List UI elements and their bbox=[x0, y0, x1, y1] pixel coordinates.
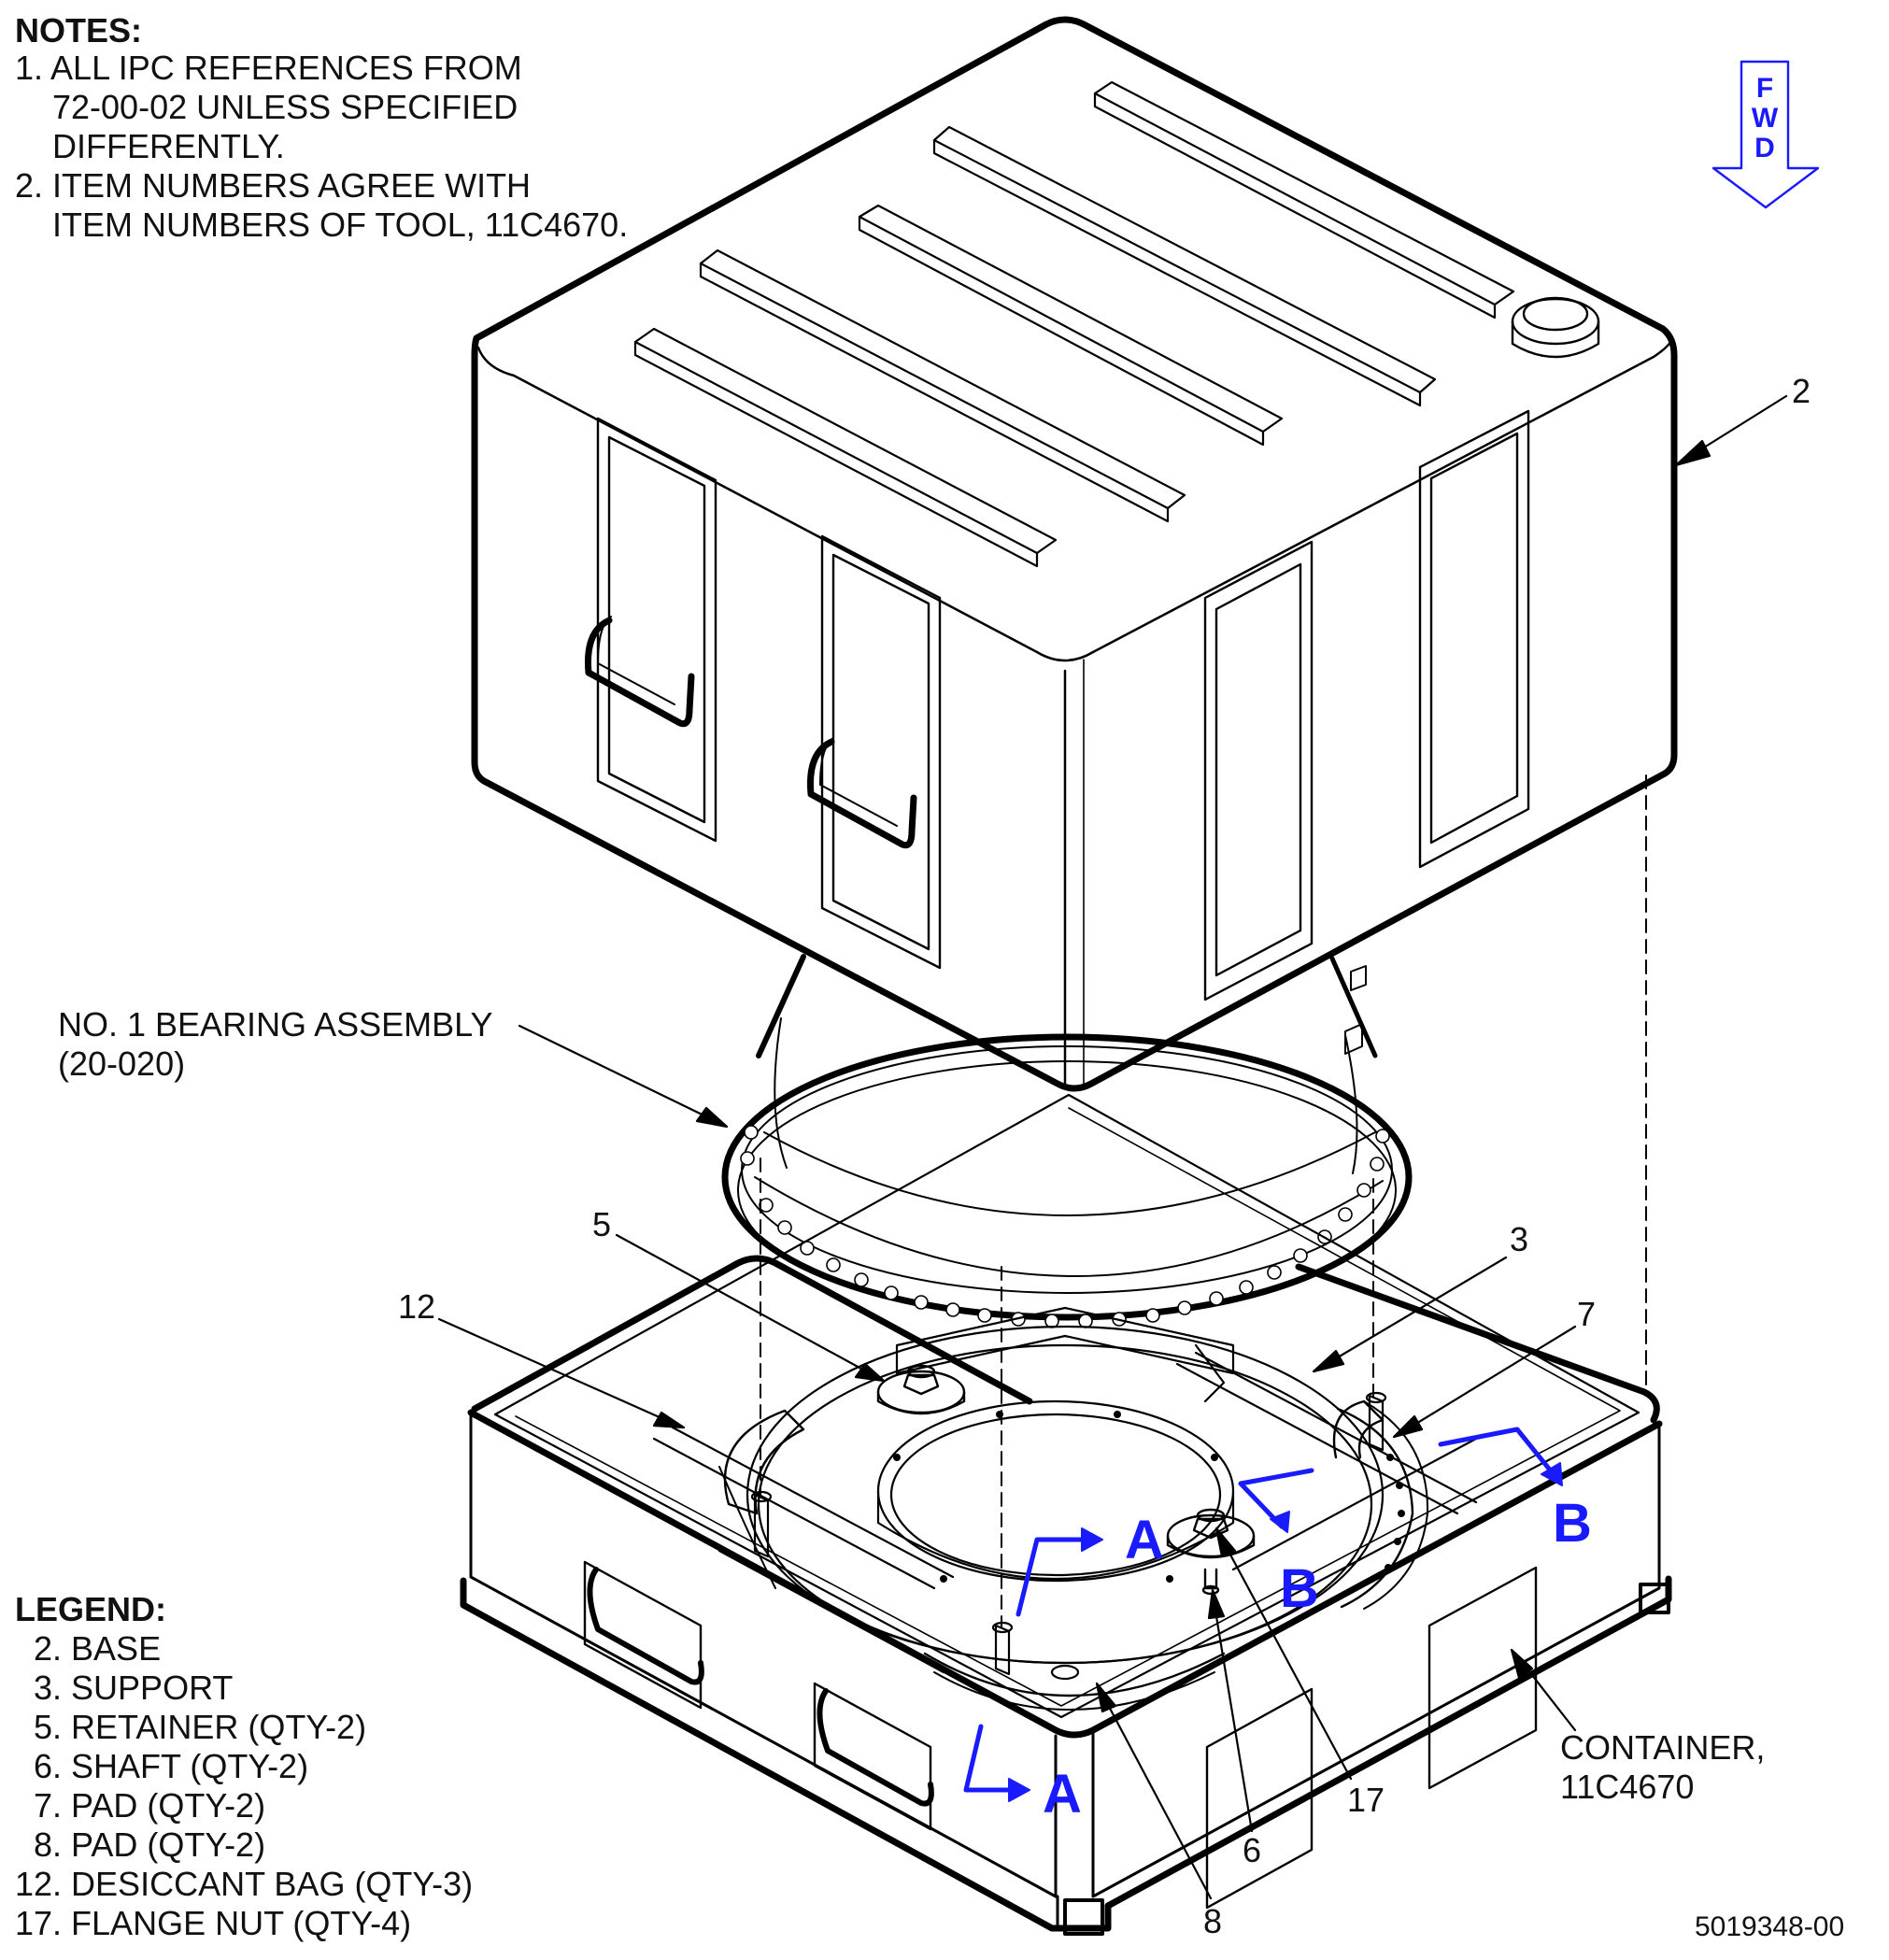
note-line: 1. ALL IPC REFERENCES FROM bbox=[15, 49, 522, 87]
legend-item: 5. RETAINER (QTY-2) bbox=[15, 1708, 367, 1746]
legend-item: 7. PAD (QTY-2) bbox=[15, 1786, 266, 1825]
section-arrows bbox=[963, 1427, 1563, 1802]
callout-2: 2 bbox=[1792, 372, 1811, 410]
callout-bearing-line1: NO. 1 BEARING ASSEMBLY bbox=[58, 1005, 493, 1044]
callout-3: 3 bbox=[1510, 1220, 1529, 1258]
callout-8: 8 bbox=[1203, 1902, 1223, 1940]
callout-5: 5 bbox=[592, 1205, 612, 1243]
notes-list: 1. ALL IPC REFERENCES FROM 72-00-02 UNLE… bbox=[15, 49, 628, 245]
callout-container-line1: CONTAINER, bbox=[1560, 1728, 1766, 1767]
legend-item: 17. FLANGE NUT (QTY-4) bbox=[15, 1904, 412, 1942]
section-mark-b: B bbox=[1553, 1493, 1592, 1554]
section-mark-b: B bbox=[1280, 1558, 1319, 1619]
legend-item: 2. BASE bbox=[15, 1629, 162, 1668]
callout-7: 7 bbox=[1577, 1295, 1597, 1333]
bearing-assembly bbox=[721, 954, 1413, 1328]
note-line: 2. ITEM NUMBERS AGREE WITH bbox=[15, 166, 532, 205]
legend-title: LEGEND: bbox=[15, 1590, 166, 1628]
figure-id: 5019348-00 bbox=[1695, 1911, 1845, 1942]
retainers bbox=[876, 1364, 1256, 1596]
callout-17: 17 bbox=[1347, 1781, 1385, 1819]
note-line: 72-00-02 UNLESS SPECIFIED bbox=[15, 88, 518, 126]
legend-item: 3. SUPPORT bbox=[15, 1669, 234, 1707]
callout-12: 12 bbox=[398, 1287, 436, 1326]
fwd-arrow-icon bbox=[1711, 60, 1820, 209]
fwd-letter: D bbox=[1754, 133, 1775, 163]
studs bbox=[750, 1391, 1387, 1676]
legend-item: 12. DESICCANT BAG (QTY-3) bbox=[15, 1865, 474, 1903]
container-cover bbox=[471, 16, 1678, 1092]
legend-list: 2. BASE 3. SUPPORT 5. RETAINER (QTY-2) 6… bbox=[15, 1629, 473, 1943]
note-line: ITEM NUMBERS OF TOOL, 11C4670. bbox=[15, 206, 629, 244]
callout-bearing-line2: (20-020) bbox=[58, 1044, 186, 1083]
alignment-lines bbox=[760, 774, 1647, 1628]
section-mark-a: A bbox=[1043, 1764, 1082, 1825]
fwd-letter: F bbox=[1755, 73, 1774, 104]
section-mark-a: A bbox=[1125, 1510, 1164, 1570]
note-line: DIFFERENTLY. bbox=[15, 127, 285, 165]
callout-container-line2: 11C4670 bbox=[1560, 1768, 1695, 1806]
leader-lines bbox=[437, 394, 1788, 1900]
notes-title: NOTES: bbox=[15, 11, 143, 50]
support-structure bbox=[652, 1306, 1478, 1711]
legend-item: 8. PAD (QTY-2) bbox=[15, 1825, 266, 1864]
callout-6: 6 bbox=[1243, 1831, 1262, 1869]
legend-item: 6. SHAFT (QTY-2) bbox=[15, 1747, 309, 1785]
fwd-letter: W bbox=[1751, 103, 1779, 134]
container-base bbox=[460, 1093, 1672, 1936]
